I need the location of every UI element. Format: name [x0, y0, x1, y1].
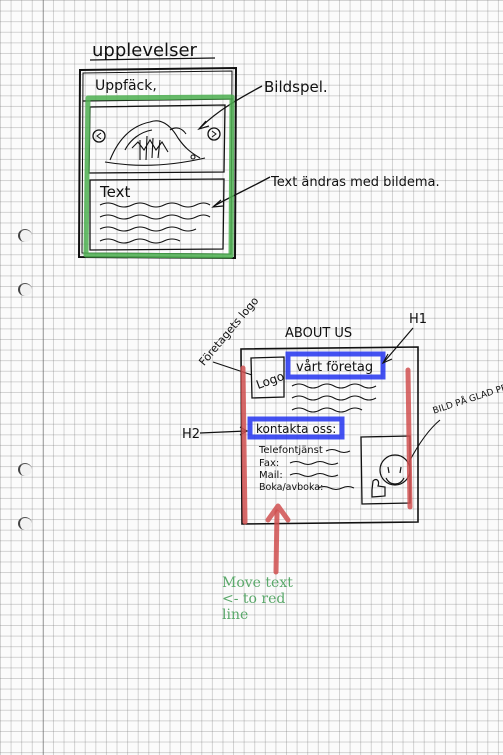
contact-line: Fax: [259, 458, 279, 469]
h1-label: H1 [409, 312, 427, 327]
page-title: ABOUT US [285, 326, 352, 341]
landscape-doodle [104, 120, 206, 166]
photo-annotation: BILD PÅ GLAD PERSON [431, 373, 503, 416]
slideshow-sketch [88, 104, 226, 174]
h1-text: vårt företag [296, 360, 373, 375]
logo-text: Logo [254, 369, 286, 392]
move-text-note: Move text <- to red line [222, 575, 293, 623]
arrow-left-icon [92, 129, 106, 143]
binder-hole [18, 463, 32, 476]
contact-line: Mail: [259, 470, 283, 481]
h2-label: H2 [182, 427, 200, 442]
binder-hole [18, 229, 32, 242]
scribble-lines [99, 202, 211, 244]
logo-box [250, 356, 285, 399]
h2-text: kontakta oss: [256, 422, 336, 436]
binder-hole [18, 283, 32, 296]
binder-hole [18, 517, 32, 530]
scribble-lines [291, 383, 377, 413]
box-heading: Uppfäck, [95, 78, 157, 94]
wireframe-frame [240, 346, 419, 525]
annotation-arrow [213, 176, 271, 207]
arrow-right-icon [207, 127, 221, 141]
sketch-upplevelser: upplevelser Uppfäck, [77, 40, 440, 260]
scribble-lines [289, 449, 355, 490]
smiley-icon [371, 454, 411, 498]
logo-annotation: Företagets logo [196, 294, 261, 368]
sketch-about-us: ABOUT US Logo Företagets logo vårt föret… [182, 294, 503, 575]
text-area-label: Text [99, 183, 130, 201]
green-highlight [83, 94, 235, 259]
slideshow-label: Bildspel. [264, 78, 328, 96]
red-line-left [240, 365, 248, 525]
contact-line: Telefontjänst [258, 445, 323, 456]
text-area-sketch [89, 178, 225, 251]
text-annotation: Text ändras med bildema. [270, 175, 440, 190]
sketch-title: upplevelser [92, 40, 198, 61]
contact-line: Boka/avboka: [259, 482, 323, 493]
red-line-right [405, 367, 413, 510]
red-arrow [273, 509, 280, 575]
h2-highlight [247, 416, 345, 440]
h1-highlight [285, 351, 386, 380]
wireframe-frame [77, 66, 238, 260]
